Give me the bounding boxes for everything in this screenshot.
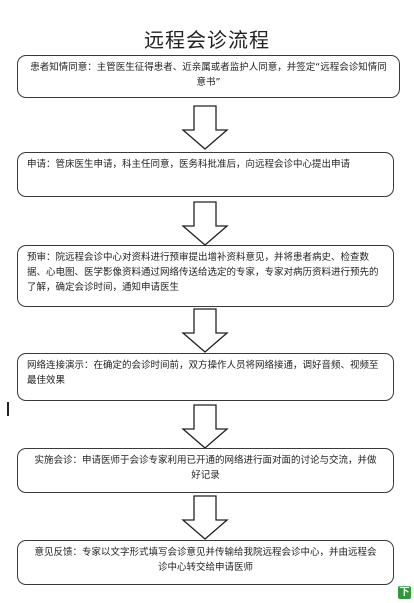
step-network-demo: 网络连接演示：在确定的会诊时间前，双方操作人员将网络接通，调好音频、视频至最佳效… [17,353,394,401]
step-feedback: 意见反馈：专家以文字形式填写会诊意见并传输给我院远程会诊中心，并由远程会诊中心转… [17,540,394,585]
step-text: 实施会诊：申请医师于会诊专家利用已开通的网络进行面对面的讨论与交流，并做好记录 [34,455,377,481]
down-arrow-icon [181,308,229,353]
down-arrow-icon [181,404,229,449]
step-pre-review: 预审：院远程会诊中心对资料进行预审提出增补资料意见，并将患者病史、检查数据、心电… [17,245,394,307]
step-text: 患者知情同意：主管医生征得患者、近亲属或者监护人同意，并签定“远程会诊知情同意书… [30,62,387,88]
step-text: 网络连接演示：在确定的会诊时间前，双方操作人员将网络接通，调好音频、视频至最佳效… [27,360,379,386]
step-text: 意见反馈：专家以文字形式填写会诊意见并传输给我院远程会诊中心，并由远程会诊中心转… [34,547,377,573]
step-informed-consent: 患者知情同意：主管医生征得患者、近亲属或者监护人同意，并签定“远程会诊知情同意书… [17,55,400,98]
step-text: 预审：院远程会诊中心对资料进行预审提出增补资料意见，并将患者病史、检查数据、心电… [27,252,379,293]
corner-logo-icon[interactable]: 下 [398,586,411,599]
step-conduct-consultation: 实施会诊：申请医师于会诊专家利用已开通的网络进行面对面的讨论与交流，并做好记录 [17,448,394,493]
text-cursor [7,402,9,416]
down-arrow-icon [181,495,229,540]
page-title: 远程会诊流程 [144,28,270,52]
step-application: 申请：管床医生申请，科主任同意，医务科批准后，向远程会诊中心提出申请 [17,152,394,197]
down-arrow-icon [181,105,229,150]
down-arrow-icon [181,201,229,246]
step-text: 申请：管床医生申请，科主任同意，医务科批准后，向远程会诊中心提出申请 [27,159,351,170]
